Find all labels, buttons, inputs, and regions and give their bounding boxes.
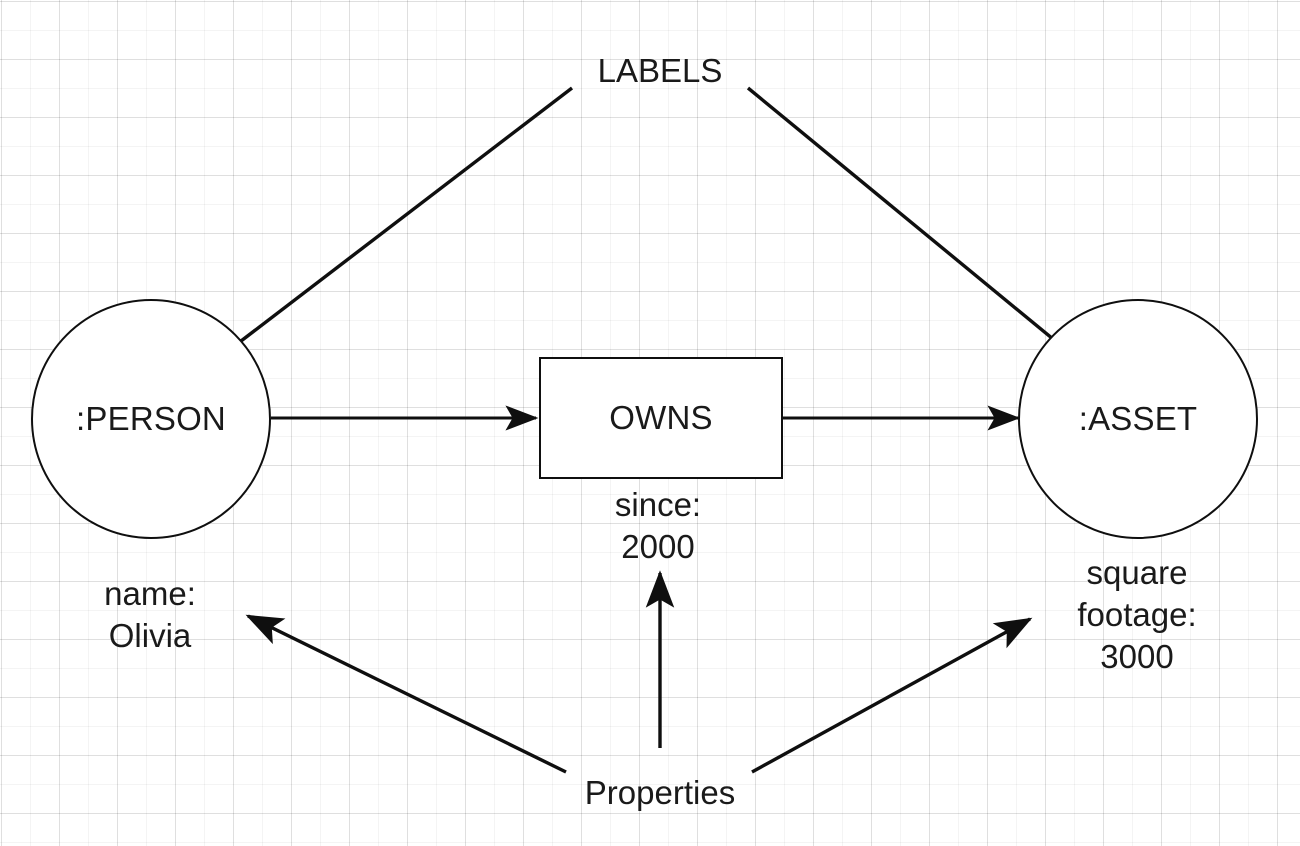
- node-owns-label: OWNS: [609, 399, 713, 436]
- connector-labels-to-asset: [746, 86, 1107, 383]
- connector-labels-to-person: [187, 86, 574, 382]
- property-person-key: name:: [104, 575, 196, 612]
- node-owns[interactable]: OWNS: [539, 357, 783, 479]
- node-person-label: :PERSON: [76, 400, 226, 437]
- node-asset-label: :ASSET: [1078, 400, 1198, 437]
- caption-properties: Properties: [584, 774, 736, 811]
- property-owns-since: since: 2000: [615, 484, 701, 568]
- node-person[interactable]: :PERSON: [31, 299, 271, 539]
- property-asset-value: 3000: [1100, 638, 1174, 675]
- node-asset[interactable]: :ASSET: [1018, 299, 1258, 539]
- property-asset-key-line1: square: [1086, 554, 1188, 591]
- property-asset-key-line2: footage:: [1077, 596, 1197, 633]
- property-person-value: Olivia: [108, 617, 192, 654]
- property-owns-key: since:: [614, 486, 702, 523]
- connector-properties-to-person: [245, 614, 567, 774]
- property-asset-square-footage: square footage: 3000: [1077, 552, 1196, 678]
- property-owns-value: 2000: [621, 528, 695, 565]
- caption-labels: LABELS: [597, 52, 723, 89]
- connector-properties-to-asset: [751, 617, 1033, 774]
- property-person-name: name: Olivia: [104, 573, 196, 657]
